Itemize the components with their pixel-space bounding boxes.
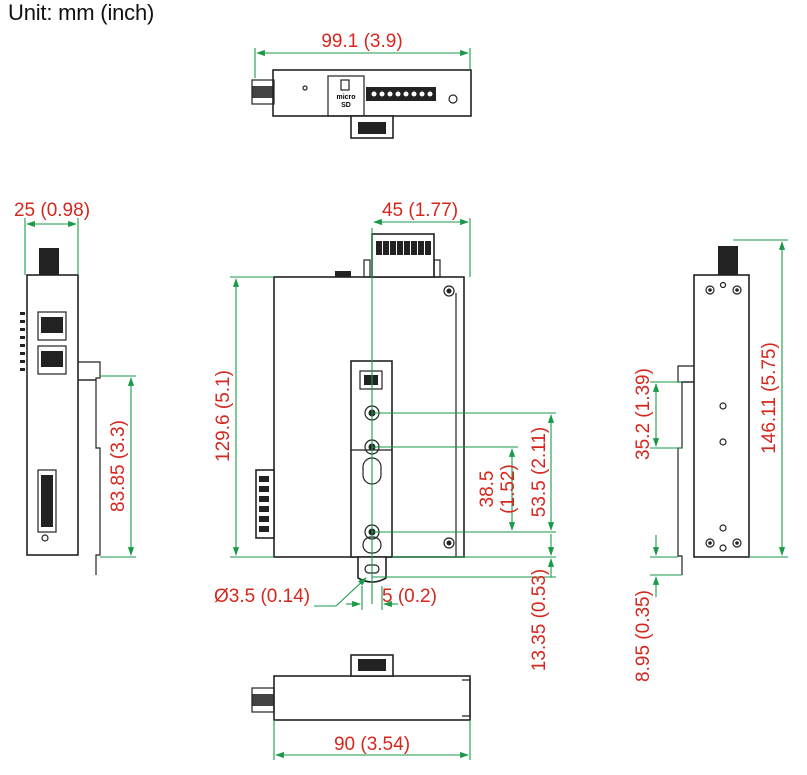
dim-right-total-height: 146.11 (5.75)	[759, 342, 780, 454]
dim-hole-spacing-2: 53.5 (2.11)	[529, 427, 550, 517]
dim-hole-spacing-1: 38.5	[477, 471, 498, 508]
microsd-label-2: SD	[341, 102, 351, 109]
dim-hole-spacing-1-inch: (1.52)	[498, 464, 519, 514]
dim-bottom-width: 90 (3.54)	[334, 734, 410, 755]
unit-title: Unit: mm (inch)	[8, 0, 155, 25]
side-view: 25 (0.98) 83.85 (3.3)	[14, 200, 136, 575]
microsd-label-1: micro	[336, 94, 355, 101]
bottom-view: 90 (3.54)	[251, 654, 471, 760]
dim-right-mount-spacing: 35.2 (1.39)	[633, 368, 654, 460]
dim-side-depth: 25 (0.98)	[14, 200, 90, 221]
dim-side-rail: 83.85 (3.3)	[108, 420, 129, 512]
dim-front-height: 129.6 (5.1)	[213, 370, 234, 462]
top-view: micro SD 99.1 (3.9)	[251, 31, 472, 139]
right-view: 146.11 (5.75) 35.2 (1.39) 8.95 (0.35)	[633, 239, 788, 682]
dim-front-terminal-width: 45 (1.77)	[382, 200, 458, 221]
dim-slot-width: 5 (0.2)	[382, 586, 437, 607]
dim-hole-diameter: Ø3.5 (0.14)	[214, 586, 310, 607]
dim-bottom-offset: 13.35 (0.53)	[529, 569, 550, 671]
front-view: 45 (1.77) 129.6 (5.1) 38.5 (1.52) 53.5 (…	[213, 200, 556, 671]
dim-right-bottom-offset: 8.95 (0.35)	[633, 590, 654, 682]
dim-top-width: 99.1 (3.9)	[321, 31, 402, 52]
